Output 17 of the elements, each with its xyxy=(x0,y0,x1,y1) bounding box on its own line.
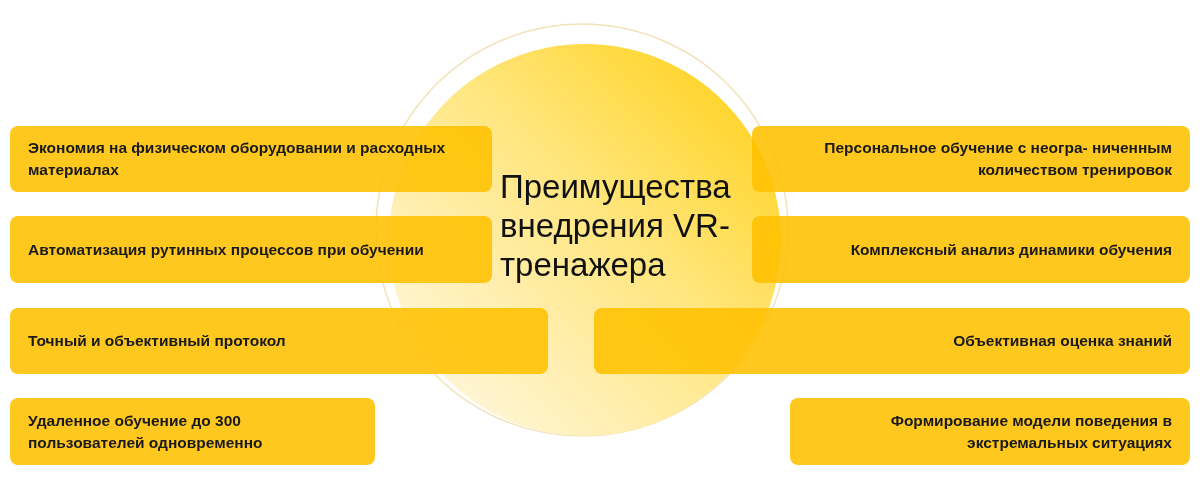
benefit-box xyxy=(10,398,375,465)
benefit-box xyxy=(790,398,1190,465)
benefit-text: Формирование модели поведения в экстремальных ситуациях xyxy=(889,410,1172,453)
benefit-box xyxy=(10,308,548,374)
benefit-text: Персональное обучение с неогра- ниченным количеством тренировок xyxy=(823,138,1172,180)
diagram-heading: Преимущества внедрения VR-тренажера xyxy=(500,167,732,284)
benefit-text: Удаленное обучение до 300 пользователей одновременно xyxy=(28,410,264,453)
benefit-box xyxy=(10,126,492,192)
benefit-box xyxy=(594,308,1190,374)
benefit-text: Точный и объективный протокол xyxy=(28,331,286,351)
benefit-text: Объективная оценка знаний xyxy=(953,331,1172,351)
benefit-text: Автоматизация рутинных процессов при обучении xyxy=(28,239,424,260)
benefit-text: Комплексный анализ динамики обучения xyxy=(850,239,1172,260)
benefit-box xyxy=(10,216,492,283)
benefit-box xyxy=(752,126,1190,192)
benefit-text: Экономия на физическом оборудовании и расходных материалах xyxy=(28,138,447,180)
benefit-box xyxy=(752,216,1190,283)
